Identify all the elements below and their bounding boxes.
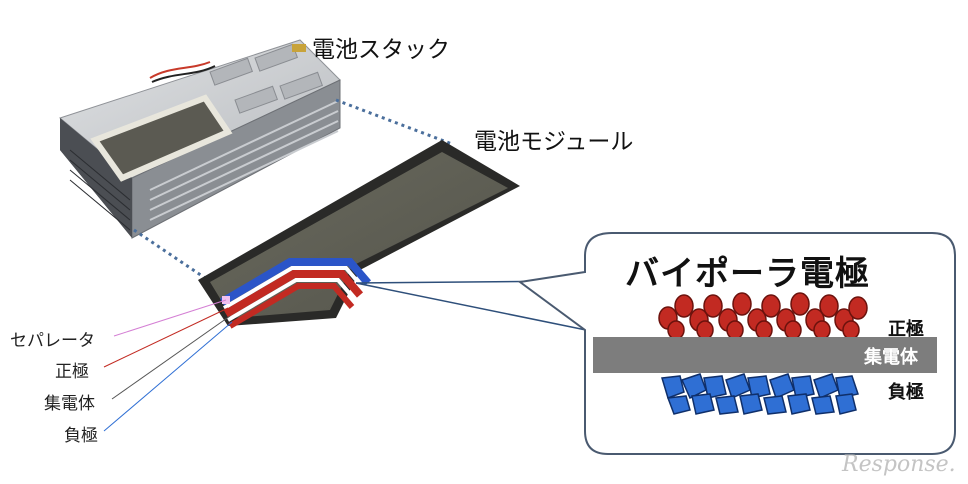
negative-electrode-label: 負極 (64, 426, 98, 446)
callout-positive-label: 正極 (888, 319, 924, 340)
side-label-leaders (103, 299, 233, 432)
separator-label: セパレータ (10, 331, 95, 351)
callout-collector-label: 集電体 (864, 347, 918, 368)
battery-stack-image (58, 39, 341, 239)
battery-module-label: 電池モジュール (474, 129, 634, 155)
current-collector-label: 集電体 (44, 394, 95, 414)
current-collector-bar (593, 337, 937, 373)
callout-negative-label: 負極 (888, 382, 924, 403)
stack-to-module-guides (133, 98, 453, 286)
battery-module-image (198, 140, 520, 329)
negative-electrode-particles (661, 373, 859, 415)
positive-electrode-label: 正極 (55, 362, 89, 382)
bipolar-electrode-title: バイポーラ電極 (625, 254, 870, 294)
battery-stack-label: 電池スタック (312, 37, 450, 63)
response-watermark: Response. (842, 452, 956, 477)
